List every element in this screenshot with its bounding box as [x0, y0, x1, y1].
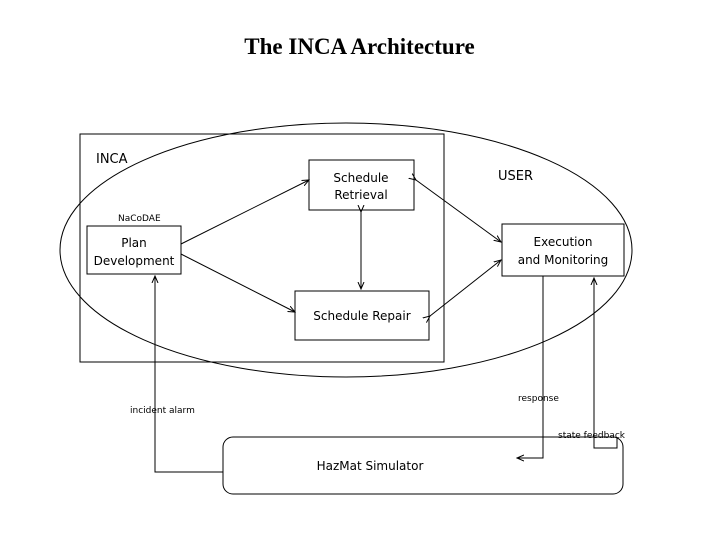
- execution-monitoring-label-2: and Monitoring: [518, 253, 609, 267]
- incident-alarm-label: incident alarm: [130, 406, 195, 416]
- state-feedback-label: state feedback: [558, 431, 626, 441]
- arrow-plan-to-retrieval: [180, 180, 309, 245]
- arrow-state-feedback: [594, 278, 618, 449]
- hazmat-simulator-box: [222, 436, 624, 495]
- inca-region-label: INCA: [96, 152, 128, 167]
- response-label: response: [518, 394, 559, 404]
- schedule-retrieval-label-1: Schedule: [333, 171, 388, 185]
- plan-development-box: [86, 225, 182, 275]
- arrow-incident-alarm: [155, 276, 223, 473]
- user-region: [59, 122, 633, 378]
- plan-development-label-1: Plan: [121, 236, 147, 250]
- arrow-retrieval-execution: [416, 180, 501, 242]
- arrow-response: [517, 276, 544, 458]
- arrow-plan-to-repair: [180, 253, 295, 312]
- schedule-retrieval-box: [308, 159, 415, 211]
- schedule-repair-label: Schedule Repair: [313, 309, 410, 323]
- arrow-repair-execution: [430, 260, 501, 316]
- user-region-label: USER: [498, 169, 533, 184]
- nacodae-label: NaCoDAE: [118, 214, 161, 224]
- execution-monitoring-box: [501, 223, 625, 277]
- execution-monitoring-label-1: Execution: [534, 235, 593, 249]
- schedule-retrieval-label-2: Retrieval: [334, 188, 387, 202]
- hazmat-simulator-label: HazMat Simulator: [317, 459, 424, 473]
- diagram-title: The INCA Architecture: [244, 34, 475, 59]
- inca-region: [79, 133, 445, 363]
- plan-development-label-2: Development: [94, 254, 175, 268]
